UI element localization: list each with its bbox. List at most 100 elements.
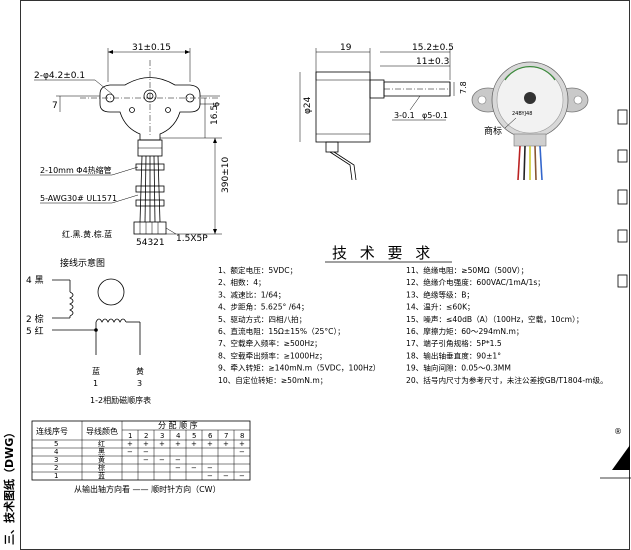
sequence-cell: −: [143, 456, 149, 464]
front-width-dim: 31±0.15: [132, 43, 171, 53]
spec-item: 17、端子引角规格：5P*1.5: [406, 338, 502, 348]
col-wire-color: 导线颜色: [86, 426, 118, 436]
step-header: 4: [176, 432, 181, 440]
specs-title: 技 术 要 求: [332, 244, 434, 262]
step-header: 3: [160, 432, 164, 440]
specs-right-column: 11、绝缘电阻：≥50MΩ（500V）； 12、绝缘介电强度：600VAC/1mA…: [406, 265, 608, 385]
wire-red-label: 5 红: [26, 325, 44, 337]
sequence-cell: −: [207, 464, 213, 472]
col-sequence: 分 配 顺 序: [158, 420, 198, 430]
sequence-cell: −: [127, 448, 133, 456]
spec-item: 12、绝缘介电强度：600VAC/1mA/1s；: [406, 277, 545, 287]
sequence-cell: −: [175, 456, 181, 464]
dim-3: 3-0.1: [394, 111, 415, 120]
step-header: 2: [144, 432, 148, 440]
spec-item: 4、步距角：5.625° /64；: [218, 302, 309, 312]
sequence-cell: −: [239, 448, 245, 456]
sequence-cell: −: [175, 464, 181, 472]
spec-item: 7、空载牵入频率：≥500Hz；: [218, 338, 322, 348]
row-wire-color: 蓝: [98, 471, 105, 480]
length-dim: 390±10: [221, 157, 231, 193]
specifications: 技 术 要 求 1、额定电压：5VDC； 2、相数：4； 3、减速比：1/64； 4、…: [218, 244, 608, 385]
sequence-cell: −: [143, 448, 149, 456]
sequence-table-caption: 1-2相励磁顺序表: [90, 395, 151, 405]
trademark-label: 商标: [484, 125, 502, 137]
spec-item: 13、绝缘等级：B；: [406, 289, 474, 299]
hole-callout: 2-φ4.2±0.1: [34, 71, 85, 81]
spec-item: 18、输出轴垂直度：90±1°: [406, 350, 501, 360]
spec-item: 15、噪声：≤40dB（A）（100Hz，空载，10cm）；: [406, 314, 583, 324]
dim-19: 19: [340, 43, 352, 53]
wire-blue-label: 蓝: [92, 366, 100, 376]
spec-item: 8、空载牵出频率：≥1000Hz；: [218, 350, 327, 360]
spec-item: 2、相数：4；: [218, 277, 266, 287]
connector-pitch: 1.5X5P: [176, 234, 208, 244]
dim-15-2: 15.2±0.5: [412, 43, 454, 53]
logo-fragment: [612, 445, 630, 470]
photo-model-text: 24BYJ48: [512, 111, 532, 117]
sequence-cell: +: [175, 440, 181, 448]
front-view: 31±0.15 2-φ4.2±0.1 7 6 16.5: [34, 43, 231, 248]
side-view: 19 15.2±0.5 11±0.3 φ24 7.8 3-0.1 φ5-0.1: [299, 43, 468, 181]
sequence-cell: +: [223, 440, 229, 448]
dim-6: 6: [212, 102, 221, 107]
spec-item: 3、减速比：1/64；: [218, 289, 285, 299]
sequence-cell: −: [159, 456, 165, 464]
wire-yellow-label: 黄: [136, 366, 144, 376]
direction-note: 从输出轴方向看 —— 顺时针方向（CW）: [74, 484, 221, 494]
wiring-title: 接线示意图: [60, 257, 105, 269]
wire-brown-label: 2 棕: [26, 313, 44, 325]
sequence-cell: +: [159, 440, 165, 448]
motor-photo: 24BYJ48 商标: [470, 56, 590, 181]
step-header: 6: [208, 432, 213, 440]
sequence-cell: −: [223, 472, 229, 480]
row-wire-color: 红: [98, 439, 105, 448]
sequence-cell: +: [143, 440, 149, 448]
dim-11: 11±0.3: [416, 57, 449, 67]
spec-item: 16、摩擦力矩：60～294mN.m；: [406, 326, 523, 336]
step-header: 7: [224, 432, 228, 440]
spec-item: 10、自定位转矩：≥50mN.m；: [218, 375, 327, 385]
step-header: 5: [192, 432, 196, 440]
dim-phi-5: φ5-0.1: [422, 111, 448, 120]
row-wire-no: 5: [54, 440, 58, 448]
dim-7: 7: [52, 101, 58, 111]
wire-black-label: 4 黑: [26, 275, 44, 286]
wire-colors-label: 红.黑.黄.棕.蓝: [62, 229, 112, 239]
sequence-cell: +: [207, 440, 213, 448]
sleeve-label: 2-10mm Φ4热缩管: [40, 165, 112, 175]
registered-mark: ®: [614, 427, 622, 436]
row-wire-color: 棕: [98, 463, 105, 472]
spec-item: 1、额定电压：5VDC；: [218, 265, 297, 275]
col-wire-no: 连线序号: [36, 426, 68, 436]
connector-pins: 54321: [136, 238, 165, 248]
specs-left-column: 1、额定电压：5VDC； 2、相数：4； 3、减速比：1/64； 4、步距角：5.62…: [218, 265, 380, 385]
sequence-cell: −: [239, 472, 245, 480]
sequence-cell: −: [207, 472, 213, 480]
row-wire-no: 4: [54, 448, 59, 456]
rotor-symbol: [97, 278, 125, 306]
dim-7-8: 7.8: [459, 81, 468, 94]
spec-item: 6、直流电阻：15Ω±15%（25°C）；: [218, 326, 345, 336]
row-wire-no: 2: [54, 464, 58, 472]
row-wire-no: 3: [54, 456, 58, 464]
wiring-diagram: 接线示意图 4 黑 2 棕 5 红 蓝 1 黄 3 1-2相励磁顺序表: [26, 257, 151, 405]
sequence-cell: +: [239, 440, 245, 448]
spec-item: 14、温升：≤60K；: [406, 303, 475, 312]
step-header: 1: [128, 432, 132, 440]
right-edge-fragments: ®: [600, 109, 631, 479]
spec-item: 5、驱动方式：四相八拍；: [218, 314, 306, 324]
side-section-text: 三、技术图纸（DWG）: [3, 426, 16, 545]
wire-yellow-num: 3: [137, 379, 142, 388]
wire-label: 5-AWG30# UL1571: [40, 194, 117, 203]
row-wire-color: 黑: [98, 448, 105, 456]
spec-item: 11、绝缘电阻：≥50MΩ（500V）；: [406, 265, 528, 275]
sequence-cell: +: [127, 440, 133, 448]
sequence-cell: +: [191, 440, 197, 448]
spec-item: 19、轴向间隙：0.05～0.3MM: [406, 363, 511, 373]
sequence-cell: −: [191, 464, 197, 472]
spec-item: 9、牵入转矩：≥140mN.m（5VDC，100Hz）: [218, 363, 380, 373]
